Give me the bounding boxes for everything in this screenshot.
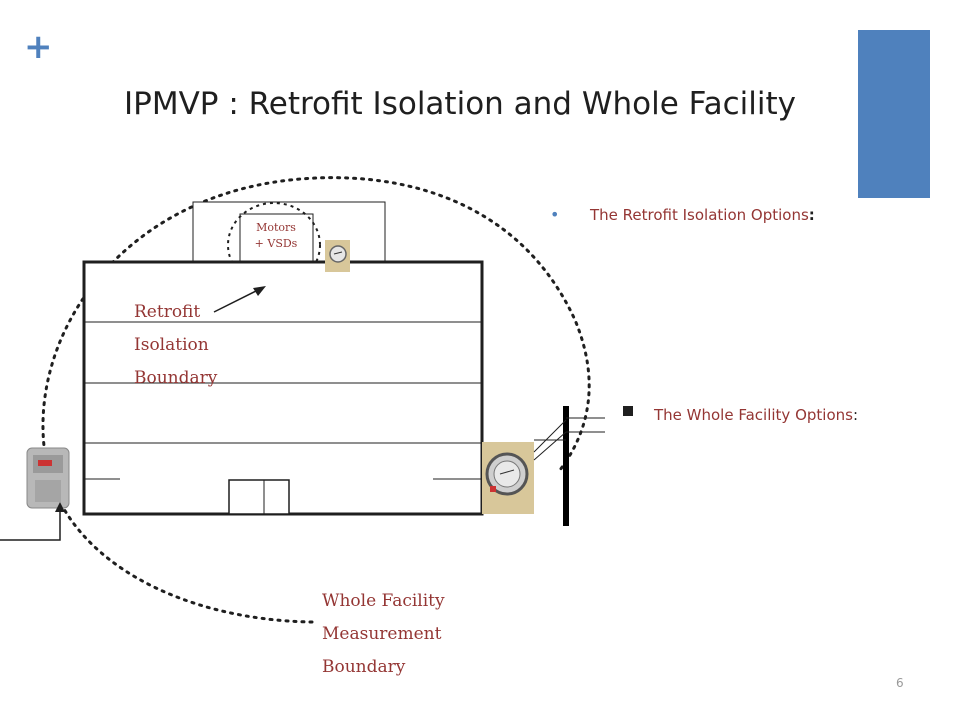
motors-label-line: Motors	[256, 221, 296, 234]
whole-label-line: Measurement	[322, 624, 442, 644]
retrofit-label-line: Retrofit	[134, 302, 201, 322]
gas-line	[0, 510, 61, 541]
retrofit-boundary-label: Retrofit Isolation Boundary	[134, 296, 217, 395]
retrofit-options-colon: :	[808, 206, 815, 224]
retrofit-isolation-circle	[227, 202, 321, 288]
retrofit-arrow	[213, 289, 259, 313]
accent-bar	[858, 30, 930, 198]
motor-meter-icon	[325, 240, 350, 272]
building	[82, 260, 484, 516]
whole-label-line: Whole Facility	[322, 591, 445, 611]
motors-label: Motors + VSDs	[243, 220, 309, 252]
whole-label-line: Boundary	[322, 657, 406, 677]
power-wire	[533, 431, 567, 461]
retrofit-options-bullet: The Retrofit Isolation Options:	[590, 206, 815, 224]
gas-meter-icon	[26, 447, 70, 509]
motors-box	[239, 213, 314, 263]
plus-icon: +	[24, 27, 53, 67]
building-door	[228, 479, 290, 515]
power-wire	[533, 419, 567, 453]
whole-facility-boundary	[41, 176, 591, 624]
electric-meter-icon	[482, 442, 534, 514]
slide-title: IPMVP : Retrofit Isolation and Whole Fac…	[123, 86, 797, 122]
bullet-dot-icon: •	[550, 205, 560, 224]
whole-facility-label: Whole Facility Measurement Boundary	[322, 585, 445, 684]
bullet-square-icon	[623, 406, 633, 416]
whole-facility-options-bullet: The Whole Facility Options:	[654, 406, 858, 424]
whole-options-colon: :	[852, 406, 859, 424]
page-number: 6	[896, 676, 904, 690]
motors-label-line: + VSDs	[254, 237, 298, 250]
whole-options-text: The Whole Facility Options	[654, 406, 853, 424]
retrofit-label-line: Isolation	[134, 335, 209, 355]
retrofit-options-text: The Retrofit Isolation Options	[590, 206, 809, 224]
retrofit-label-line: Boundary	[134, 368, 218, 388]
